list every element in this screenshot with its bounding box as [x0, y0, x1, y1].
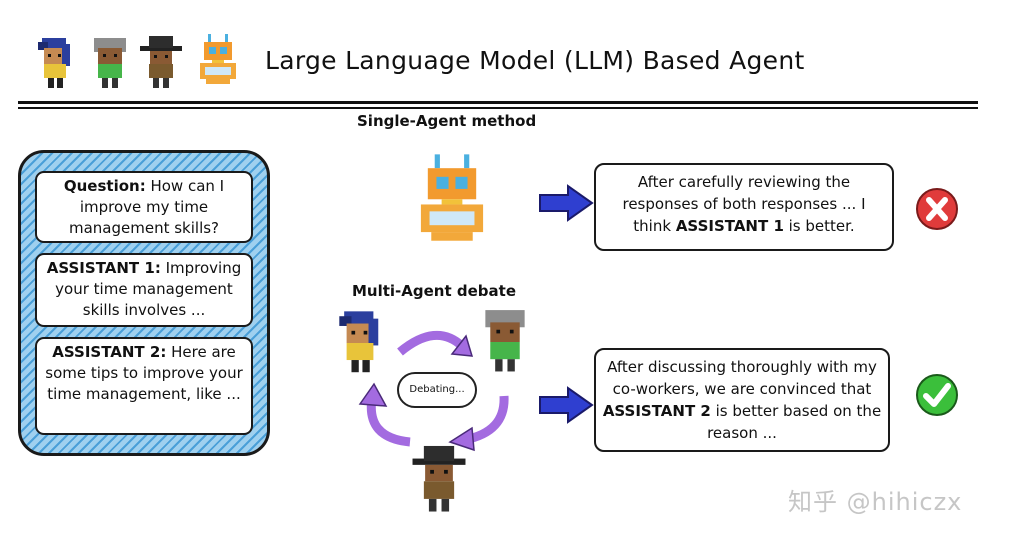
watermark: 知乎 @hihiczx	[788, 488, 963, 516]
assistant1-text: Improving your time management skills in…	[55, 259, 242, 319]
question-card: Question: How can I improve my time mana…	[35, 171, 253, 243]
robot-icon	[420, 154, 484, 241]
question-text: How can I improve my time management ski…	[68, 177, 225, 237]
agent-grey-hair-icon	[485, 310, 525, 372]
check-icon	[916, 374, 958, 416]
assistant1-card: ASSISTANT 1: Improving your time managem…	[35, 253, 253, 327]
agent-girl-icon	[339, 311, 379, 373]
debate-arrow-right	[448, 395, 509, 452]
page-title: Large Language Model (LLM) Based Agent	[265, 46, 805, 75]
multi-agent-response: After discussing thoroughly with my co-w…	[594, 348, 890, 452]
multi-response-text: After discussing thoroughly with my co-w…	[607, 358, 877, 398]
assistant2-text: Here are some tips to improve your time …	[45, 343, 243, 403]
assistant2-label: ASSISTANT 2:	[52, 343, 167, 361]
robot-icon	[200, 34, 236, 84]
debate-arrow-left	[358, 382, 411, 447]
assistant1-label: ASSISTANT 1:	[46, 259, 161, 277]
multi-agent-label: Multi-Agent debate	[352, 282, 516, 300]
single-response-text: After carefully reviewing the responses …	[622, 173, 866, 235]
question-label: Question:	[63, 177, 146, 195]
single-agent-label: Single-Agent method	[357, 112, 537, 130]
arrow-right-icon	[539, 386, 594, 424]
debating-cloud: Debating...	[397, 372, 477, 408]
agent-girl-icon	[38, 38, 70, 88]
assistant2-card: ASSISTANT 2: Here are some tips to impro…	[35, 337, 253, 435]
debate-arrow-top	[397, 330, 474, 357]
title-divider-secondary	[18, 107, 978, 109]
single-response-bold: ASSISTANT 1	[675, 217, 784, 235]
multi-response-tail: is better based on the reason ...	[707, 402, 882, 442]
cross-icon	[916, 188, 958, 230]
multi-response-bold: ASSISTANT 2	[602, 402, 711, 420]
single-response-tail: is better.	[783, 217, 855, 235]
conversation-panel: Question: How can I improve my time mana…	[18, 150, 270, 456]
single-agent-response: After carefully reviewing the responses …	[594, 163, 894, 251]
agent-hat-icon	[140, 36, 182, 88]
agent-grey-hair-icon	[94, 38, 126, 88]
arrow-right-icon	[539, 184, 594, 222]
agent-hat-icon	[412, 445, 466, 512]
title-divider	[18, 101, 978, 104]
